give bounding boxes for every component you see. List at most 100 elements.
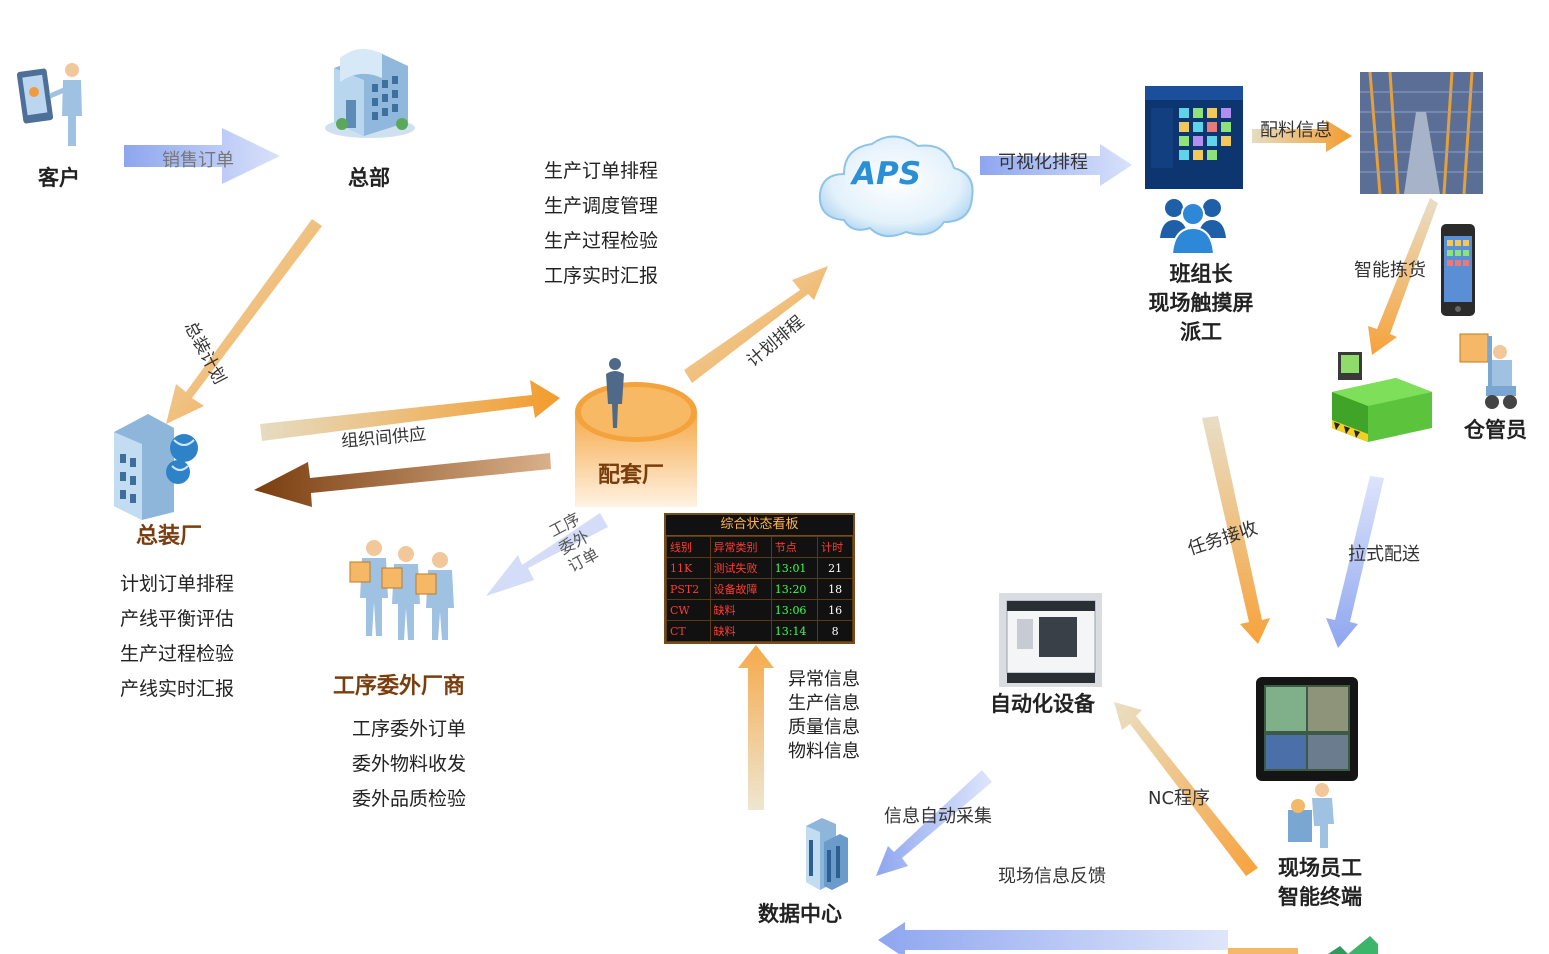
list-item: 委外物料收发 (352, 753, 467, 775)
worker-icon (1284, 780, 1338, 850)
list-item: 生产调度管理 (544, 195, 659, 217)
customer-label: 客户 (38, 166, 80, 190)
customer-icon (16, 60, 88, 150)
arrow-assembly-plan (166, 219, 322, 424)
arrow-nc-program (1114, 702, 1258, 876)
table-row: CT 缺料 13:14 8 (666, 620, 853, 642)
table-cell: 13:14 (770, 620, 819, 642)
table-header-cell: 计时 (817, 536, 853, 558)
keeper-label: 仓管员 (1464, 418, 1527, 442)
assembly-function-list: 计划订单排程 产线平衡评估 生产过程检验 产线实时汇报 (120, 567, 234, 707)
touch-screen-icon (1145, 86, 1243, 189)
arrow-org-supply (260, 380, 560, 441)
sales-order-label: 销售订单 (162, 150, 234, 171)
field-feedback-label: 现场信息反馈 (998, 866, 1106, 887)
list-item: 委外品质检验 (352, 788, 467, 810)
agv-icon (1326, 348, 1436, 444)
table-row: 11K 测试失败 13:01 21 (666, 557, 853, 579)
table-row: PST2 设备故障 13:20 18 (666, 578, 853, 600)
list-item: 生产过程检验 (544, 230, 659, 252)
status-dashboard: 综合状态看板 线别 异常类别 节点 计时 11K 测试失败 13:01 21 P… (664, 513, 855, 644)
aps-cloud-icon (814, 124, 976, 242)
table-row: CW 缺料 13:06 16 (666, 599, 853, 621)
material-info-label: 配料信息 (1260, 120, 1332, 141)
list-item: 产线平衡评估 (120, 608, 235, 630)
hq-building-icon (320, 38, 420, 140)
smartphone-icon (1441, 224, 1475, 316)
arrow-task-receive (1202, 416, 1270, 644)
team-leader-line: 派工 (1180, 320, 1222, 344)
table-cell: 设备故障 (709, 578, 772, 600)
arrow-supply-back (254, 453, 551, 507)
arrow-sales-order (124, 128, 280, 184)
datacenter-label: 数据中心 (758, 902, 842, 926)
supplier-platform-icon (575, 358, 697, 507)
table-header-cell: 异常类别 (709, 536, 772, 558)
smart-picking-label: 智能拣货 (1354, 260, 1426, 281)
arrow-visual-schedule (980, 144, 1132, 186)
table-cell: 8 (817, 620, 853, 642)
assembly-label: 总装厂 (136, 524, 203, 549)
table-cell: CW (666, 599, 711, 621)
list-item: 质量信息 (788, 717, 860, 738)
table-cell: 21 (817, 557, 853, 579)
warehouse-icon (1360, 71, 1483, 195)
forklift-icon (1456, 330, 1520, 412)
list-item: 生产订单排程 (544, 160, 659, 182)
arrow-outsource-order (486, 513, 608, 596)
list-item: 工序委外订单 (352, 718, 467, 740)
cnc-machine-icon (999, 593, 1102, 687)
list-item: 产线实时汇报 (120, 678, 235, 700)
arrow-pull-delivery (1326, 476, 1384, 648)
dashboard-title: 综合状态看板 (666, 515, 853, 536)
auto-collect-label: 信息自动采集 (884, 806, 992, 827)
table-cell: 11K (666, 557, 711, 579)
table-cell: 缺料 (709, 620, 772, 642)
assembly-plant-icon (108, 410, 204, 520)
table-header-cell: 节点 (770, 536, 819, 558)
hq-label: 总部 (348, 166, 390, 190)
dashboard-table: 线别 异常类别 节点 计时 11K 测试失败 13:01 21 PST2 设备故… (666, 536, 853, 642)
arrow-field-feedback (878, 922, 1228, 954)
arrow-smart-picking (1368, 198, 1438, 355)
table-cell: 13:20 (770, 578, 819, 600)
table-cell: 18 (817, 578, 853, 600)
worker-terminal-line: 现场员工 (1278, 856, 1362, 880)
supplier-label: 配套厂 (598, 463, 665, 488)
list-item: 生产信息 (788, 693, 860, 714)
table-header-row: 线别 异常类别 节点 计时 (666, 536, 853, 558)
table-cell: 16 (817, 599, 853, 621)
outsource-function-list: 工序委外订单 委外物料收发 委外品质检验 (352, 712, 466, 817)
list-item: 生产过程检验 (120, 643, 235, 665)
list-item: 物料信息 (788, 741, 860, 762)
arrow-plan-schedule (684, 266, 828, 383)
arrow-auto-collect (876, 770, 992, 876)
arrow-material-info (1252, 120, 1352, 152)
decorative-shape (1228, 934, 1378, 954)
table-cell: CT (666, 620, 711, 642)
team-group-icon (1158, 192, 1228, 256)
list-item: 异常信息 (788, 669, 860, 690)
table-cell: 测试失败 (709, 557, 772, 579)
outsource-workers-icon (348, 536, 464, 642)
aps-label: APS (852, 156, 922, 192)
datacenter-icon (802, 816, 850, 890)
automation-label: 自动化设备 (990, 692, 1095, 716)
tablet-terminal-icon (1256, 677, 1358, 781)
list-item: 计划订单排程 (120, 573, 235, 595)
outsource-label: 工序委外厂商 (333, 674, 466, 699)
table-header-cell: 线别 (666, 536, 711, 558)
pull-delivery-label: 拉式配送 (1348, 544, 1420, 565)
arrow-dashboard-feed (738, 645, 774, 810)
visual-schedule-label: 可视化排程 (998, 152, 1088, 173)
nc-program-label: NC程序 (1148, 788, 1211, 809)
worker-terminal-line: 智能终端 (1278, 885, 1362, 909)
worker-terminal-label: 现场员工 智能终端 (1270, 854, 1370, 912)
table-cell: 13:06 (770, 599, 819, 621)
team-leader-line: 班组长 (1169, 262, 1233, 286)
team-leader-line: 现场触摸屏 (1148, 291, 1254, 315)
list-item: 工序实时汇报 (544, 265, 659, 287)
datacenter-info-list: 异常信息 生产信息 质量信息 物料信息 (788, 668, 860, 764)
